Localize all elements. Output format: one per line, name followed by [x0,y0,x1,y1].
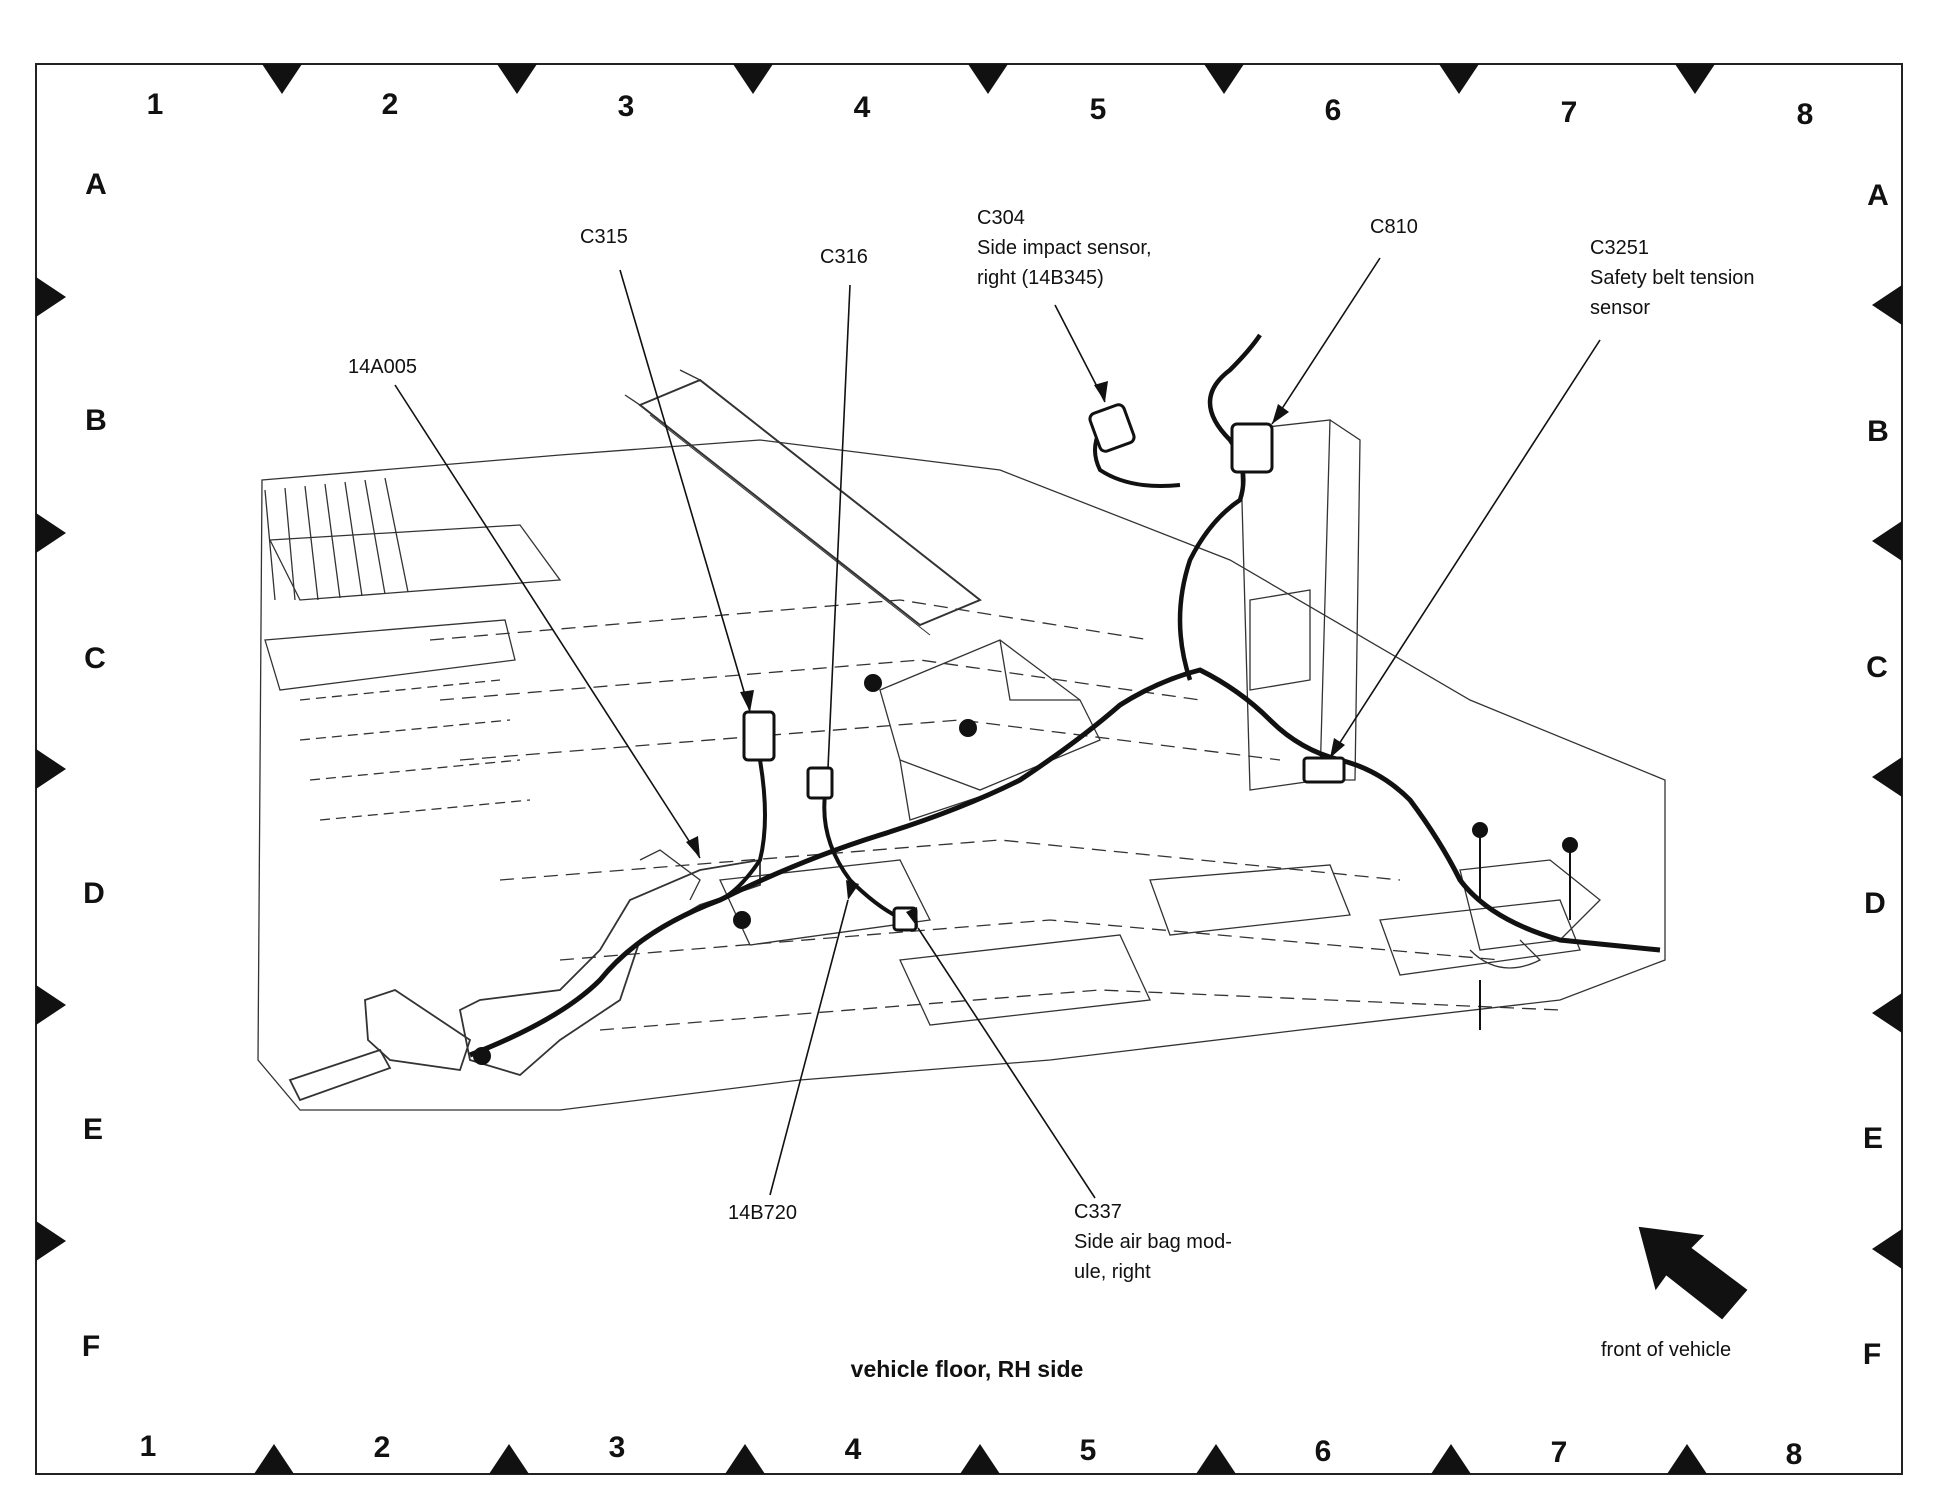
grid-col-bottom-1: 1 [139,1430,157,1463]
callout-c810: C810 [1370,212,1418,242]
callout-c3251-line-3: sensor [1590,297,1651,319]
grid-col-top-6: 6 [1324,94,1342,127]
bolts [473,674,1578,1065]
right-markers [1872,285,1902,1269]
wiring-harness [469,333,1661,1058]
leader-arrowheads [686,381,1345,928]
grid-col-top-1: 1 [146,88,164,121]
callout-c3251: C3251 Safety belt tension sensor [1590,233,1755,323]
diagram-caption: vehicle floor, RH side [850,1356,1084,1382]
grid-row-right-d: D [1864,887,1886,920]
grid-row-left-e: E [82,1113,104,1146]
connector-c3251 [1302,756,1346,784]
callout-c3251-line-1: C3251 [1590,237,1649,259]
grid-row-right-a: A [1867,179,1889,212]
grid-row-right-c: C [1866,651,1888,684]
connector-c304 [1088,403,1136,453]
grid-col-bottom-2: 2 [373,1431,391,1464]
vehicle-floor-illustration [257,369,1666,1111]
connector-c810 [1230,422,1274,474]
grid-col-bottom-8: 8 [1785,1438,1803,1471]
callout-c810-line-1: C810 [1370,216,1418,238]
front-direction-arrow-icon [1638,1226,1748,1320]
grid-col-top-5: 5 [1089,93,1107,126]
connector-c316 [806,766,834,800]
callout-c315: C315 [580,222,628,252]
grid-row-right-f: F [1862,1338,1882,1371]
callout-c337-line-2: Side air bag mod- [1074,1231,1232,1253]
grid-row-left-d: D [83,877,105,910]
callout-c316-line-1: C316 [820,246,868,268]
grid-col-bottom-4: 4 [844,1433,862,1466]
callout-c337-line-3: ule, right [1074,1261,1151,1283]
grid-col-top-8: 8 [1796,98,1814,131]
connector-c315 [742,710,776,762]
callout-14a005-line-1: 14A005 [348,356,417,378]
connectors [742,403,1346,932]
grid-col-top-2: 2 [381,88,399,121]
grid-row-left-a: A [85,168,107,201]
grid-col-top-7: 7 [1560,96,1578,129]
front-of-vehicle-label: front of vehicle [1601,1339,1732,1361]
leader-lines [394,257,1601,1199]
grid-col-bottom-6: 6 [1314,1435,1332,1468]
grid-col-bottom-3: 3 [608,1431,626,1464]
callout-14b720-line-1: 14B720 [728,1202,797,1224]
grid-row-right-b: B [1867,415,1889,448]
grid-row-right-e: E [1862,1122,1884,1155]
callout-c304: C304 Side impact sensor, right (14B345) [977,203,1152,293]
callout-c316: C316 [820,242,868,272]
top-markers [262,64,1715,94]
grid-row-left-b: B [85,404,107,437]
grid-col-top-4: 4 [853,91,871,124]
callout-c304-line-1: C304 [977,207,1025,229]
callout-c315-line-1: C315 [580,226,628,248]
callout-14b720: 14B720 [728,1198,797,1228]
callout-c304-line-3: right (14B345) [977,267,1104,289]
grid-row-left-f: F [81,1330,101,1363]
grid-row-left-c: C [84,642,106,675]
callout-c304-line-2: Side impact sensor, [977,237,1152,259]
callout-c337: C337 Side air bag mod- ule, right [1074,1197,1232,1287]
grid-col-bottom-5: 5 [1079,1434,1097,1467]
callout-14a005: 14A005 [348,352,417,382]
callout-c3251-line-2: Safety belt tension [1590,267,1755,289]
callout-c337-line-1: C337 [1074,1201,1122,1223]
left-markers [36,277,66,1261]
grid-col-top-3: 3 [617,90,635,123]
bottom-markers [254,1444,1707,1474]
grid-col-bottom-7: 7 [1550,1436,1568,1469]
